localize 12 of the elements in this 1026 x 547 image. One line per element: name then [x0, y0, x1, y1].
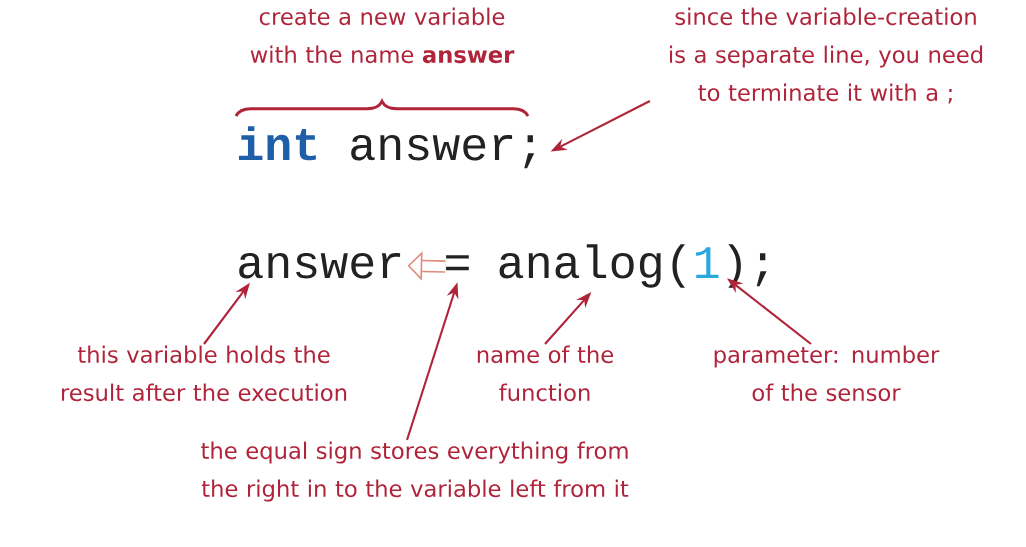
code-token: answer;: [351, 134, 535, 169]
code-token: 1: [696, 247, 719, 278]
annotation-text: this variable holds the result after the execution: [62, 345, 347, 402]
annotation-text: since the variable-creation is a separate line, you need to terminate it with a ;: [670, 7, 983, 104]
code-token: int: [238, 126, 316, 161]
code-token: =: [446, 255, 469, 271]
code-token: answer: [239, 252, 401, 279]
annotation-text: name of the function: [477, 345, 613, 402]
annotation-text: the equal sign stores everything from the right in to the variable left from it: [201, 441, 629, 502]
code-token: analog(: [499, 244, 685, 288]
annotation-text: parameter: number of the sensor: [714, 345, 940, 402]
annotation-text: create a new variable with the name answer: [250, 7, 515, 64]
